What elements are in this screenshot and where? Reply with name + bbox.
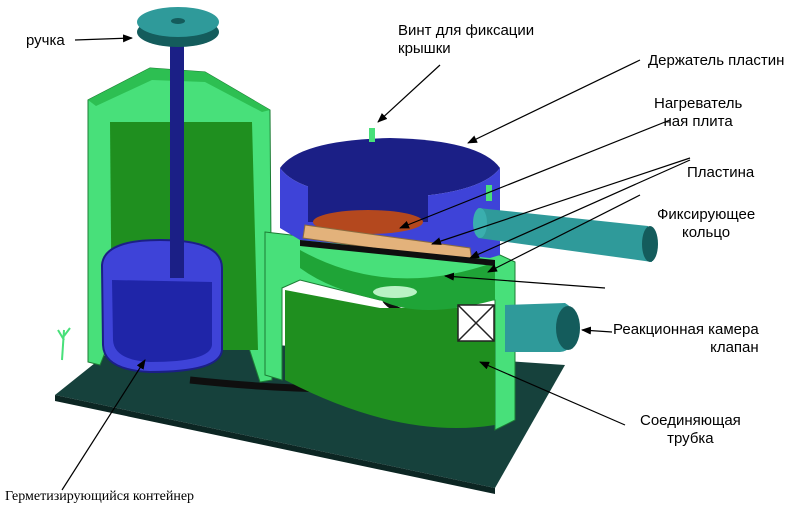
label-plate: Пластина (687, 164, 755, 181)
sprig-decoration (57, 327, 71, 361)
lid-top (280, 138, 500, 198)
arrow-pointer-icon (74, 34, 133, 43)
base-plate-edge (55, 395, 495, 494)
arrow-pointer-icon (431, 157, 691, 245)
reaction-chamber-outlet (373, 286, 417, 298)
heater-plate (313, 210, 423, 234)
arrow-pointer-icon (377, 64, 441, 123)
label-sealed-container: Герметизирующийся контейнер (5, 489, 195, 504)
sealed-container-inner (112, 280, 212, 362)
arrow-pointer-icon (467, 59, 641, 144)
side-tube-start (473, 208, 487, 238)
side-tube-end (642, 226, 658, 262)
arrow-pointer-icon (479, 361, 626, 426)
arrow-pointer-icon (487, 194, 641, 273)
label-reaction-chamber-valve: Реакционная камера клапан (613, 321, 759, 356)
label-handle: ручка (26, 32, 65, 49)
reaction-chamber-interior (285, 290, 495, 428)
label-lid-screw: Винт для фиксации крышки (398, 22, 535, 57)
arrow-pointer-icon (469, 159, 691, 259)
label-connecting-tube: Соединяющая трубка (640, 412, 741, 447)
arrow-pointer-icon (399, 119, 671, 229)
fixing-ring (300, 240, 495, 266)
lid-screw-top (369, 128, 375, 142)
valve-cross-b (457, 304, 495, 342)
valve-handle-end (556, 306, 580, 350)
arrow-pointer-icon (444, 272, 606, 289)
handle-knob-hole (171, 18, 185, 24)
arrow-pointer-icon (581, 326, 613, 335)
side-tube (478, 208, 652, 262)
label-heater-plate: Нагреватель ная плита (654, 95, 743, 130)
label-plate-holder: Держатель пластин (648, 52, 785, 69)
reaction-chamber-bowl (300, 250, 495, 310)
arrow-pointer-icon (61, 359, 146, 491)
container-housing-top (88, 68, 270, 112)
handle-rod (170, 38, 184, 278)
label-fixing-ring: Фиксирующее кольцо (657, 206, 756, 241)
